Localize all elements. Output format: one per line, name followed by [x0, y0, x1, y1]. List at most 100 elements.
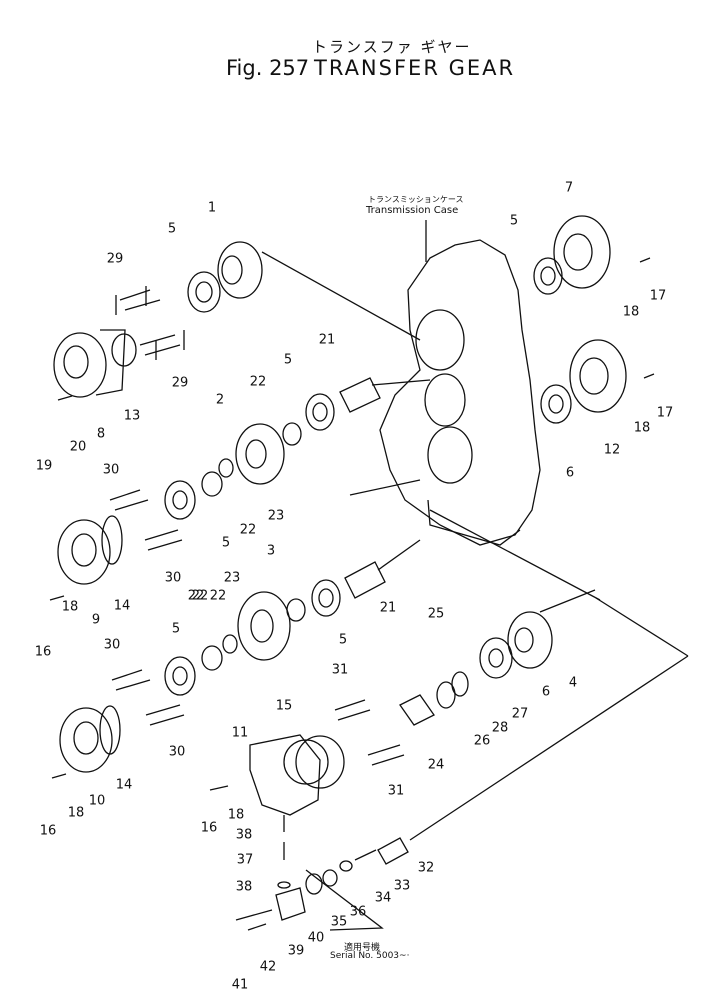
cover-7 — [554, 216, 610, 288]
callout-number: 3 — [266, 543, 276, 559]
callout-number: 16 — [39, 823, 57, 839]
transmission-case — [380, 240, 540, 545]
shaft-21-low — [345, 562, 385, 598]
callout-number: 22 — [209, 588, 227, 604]
housing-11 — [250, 735, 320, 815]
callout-number: 18 — [633, 420, 651, 436]
title-japanese: トランスファ ギヤー — [312, 38, 472, 56]
callout-number: 29 — [171, 375, 189, 391]
callout-number: 31 — [331, 662, 349, 678]
callout-number: 23 — [267, 508, 285, 524]
callout-number: 36 — [349, 904, 367, 920]
callout-number: 18 — [67, 805, 85, 821]
callout-number: 30 — [103, 637, 121, 653]
callout-number: 9 — [91, 612, 101, 628]
callout-number: 22 — [187, 588, 205, 604]
callout-number: 18 — [622, 304, 640, 320]
cover-9 — [58, 520, 110, 584]
callout-number: 34 — [374, 890, 392, 906]
callout-number: 17 — [649, 288, 667, 304]
callout-number: 16 — [200, 820, 218, 836]
bearing-5-fourth — [165, 657, 195, 695]
callout-number: 30 — [164, 570, 182, 586]
bearing-5-right — [534, 258, 562, 294]
callout-number: 28 — [491, 720, 509, 736]
callout-number: 25 — [427, 606, 445, 622]
callout-number: 21 — [379, 600, 397, 616]
shaft-21-top — [340, 378, 380, 412]
case-label-japanese: トランスミッションケース — [368, 195, 464, 204]
callout-number: 42 — [259, 959, 277, 975]
figure-number: Fig. 257 — [226, 56, 310, 80]
callout-number: 29 — [106, 251, 124, 267]
callout-number: 35 — [330, 914, 348, 930]
bearing-6-low — [480, 638, 512, 678]
callout-number: 20 — [69, 439, 87, 455]
callout-number: 5 — [171, 621, 181, 637]
callout-number: 2 — [215, 392, 225, 408]
callout-number: 16 — [34, 644, 52, 660]
callout-number: 4 — [568, 675, 578, 691]
callout-number: 38 — [235, 879, 253, 895]
callout-number: 27 — [511, 706, 529, 722]
callout-number: 22 — [239, 522, 257, 538]
callout-number: 41 — [231, 977, 249, 993]
callout-number: 18 — [227, 807, 245, 823]
callout-number: 12 — [603, 442, 621, 458]
case-label: Transmission Case — [366, 205, 459, 216]
callout-number: 22 — [249, 374, 267, 390]
callout-number: 38 — [235, 827, 253, 843]
callout-number: 32 — [417, 860, 435, 876]
callout-number: 30 — [102, 462, 120, 478]
callout-number: 18 — [61, 599, 79, 615]
callout-number: 10 — [88, 793, 106, 809]
bearing-5-second — [165, 481, 195, 519]
callout-number: 19 — [35, 458, 53, 474]
callout-number: 14 — [113, 598, 131, 614]
callout-number: 23 — [223, 570, 241, 586]
cover-10 — [60, 708, 112, 772]
bearing-6-right — [541, 385, 571, 423]
callout-number: 30 — [168, 744, 186, 760]
callout-number: 5 — [167, 221, 177, 237]
callout-number: 8 — [96, 426, 106, 442]
callout-number: 39 — [287, 943, 305, 959]
callout-number: 5 — [283, 352, 293, 368]
callout-number: 13 — [123, 408, 141, 424]
callout-number: 14 — [115, 777, 133, 793]
cover-8 — [54, 333, 106, 397]
callout-number: 5 — [338, 632, 348, 648]
page-title: TRANSFER GEAR — [314, 56, 516, 80]
callout-number: 33 — [393, 878, 411, 894]
bearing-5-mid — [306, 394, 334, 430]
cover-12 — [570, 340, 626, 412]
sleeve-32 — [378, 838, 408, 864]
serial-note-japanese: 適用号機 — [344, 943, 381, 953]
collar-22 — [283, 423, 301, 445]
callout-number: 24 — [427, 757, 445, 773]
callout-number: 17 — [656, 405, 674, 421]
callout-number: 6 — [565, 465, 575, 481]
bearing-5-top — [188, 272, 220, 312]
callout-number: 7 — [564, 180, 574, 196]
callout-number: 15 — [275, 698, 293, 714]
callout-number: 1 — [207, 200, 217, 216]
callout-number: 22 — [191, 588, 209, 604]
gear-4 — [508, 612, 552, 668]
callout-number: 21 — [318, 332, 336, 348]
gear-2 — [236, 424, 284, 484]
callout-number: 6 — [541, 684, 551, 700]
callout-number: 5 — [509, 213, 519, 229]
callout-number: 31 — [387, 783, 405, 799]
callout-number: 40 — [307, 930, 325, 946]
gear-1 — [218, 242, 262, 298]
callout-number: 5 — [221, 535, 231, 551]
callout-number: 26 — [473, 733, 491, 749]
serial-note: Serial No. 5003~· — [330, 951, 410, 961]
bearing-5-third — [312, 580, 340, 616]
callout-number: 11 — [231, 725, 249, 741]
callout-number: 37 — [236, 852, 254, 868]
gear-3 — [238, 592, 290, 660]
